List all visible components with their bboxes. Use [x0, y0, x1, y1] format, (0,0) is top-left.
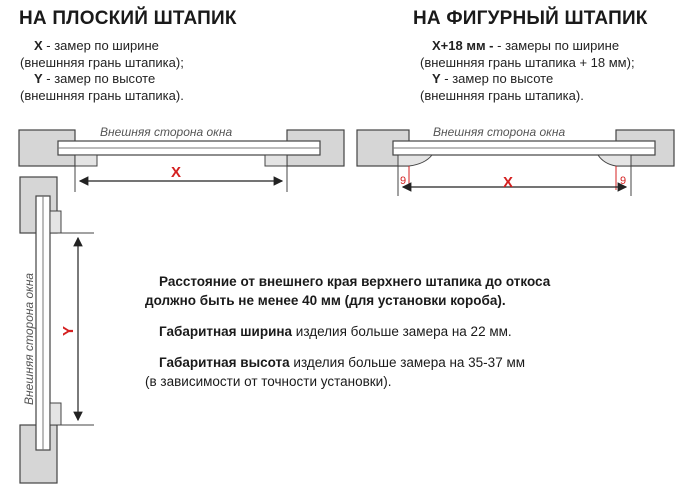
info-block: Расстояние от внешнего края верхнего шта…	[145, 272, 550, 391]
x18-key: X+18 мм -	[432, 38, 494, 53]
x-desc2: (внешнняя грань штапика);	[20, 54, 184, 70]
offset-9-right: 9	[620, 175, 626, 187]
x18-desc2: (внешнняя грань штапика + 18 мм);	[420, 54, 635, 70]
left-bead	[74, 154, 98, 167]
right-title: НА ФИГУРНЫЙ ШТАПИК	[413, 8, 648, 29]
bottom-bead	[49, 402, 62, 426]
height-rest: изделия больше замера на 35-37 мм	[289, 355, 526, 370]
y-key: Y	[34, 71, 43, 86]
x-desc: - замер по ширине	[42, 38, 159, 53]
outer-side-label-left: Внешняя сторона окна	[22, 273, 36, 405]
outer-side-label-top: Внешняя сторона окна	[100, 125, 232, 139]
width-rest: изделия больше замера на 22 мм.	[292, 324, 512, 339]
right-description: X+18 мм - - замеры по ширине (внешнняя г…	[420, 38, 635, 104]
ry-key: Y	[432, 71, 441, 86]
distance-line1: Расстояние от внешнего края верхнего шта…	[159, 274, 551, 289]
ry-desc: - замер по высоте	[440, 71, 554, 86]
right-bead	[264, 154, 288, 167]
x-label-left: X	[171, 164, 181, 181]
left-description: X - замер по ширине (внешнняя грань штап…	[20, 38, 184, 104]
outer-side-label-right: Внешняя сторона окна	[433, 125, 565, 139]
offset-9-left: 9	[400, 175, 406, 187]
ry-desc2: (внешнняя грань штапика).	[420, 87, 584, 103]
height-key: Габаритная высота	[159, 355, 290, 370]
y-label: Y	[60, 326, 77, 336]
distance-line2: должно быть не менее 40 мм (для установк…	[145, 293, 506, 308]
x-key: X	[34, 38, 43, 53]
shaped-right-bead	[597, 154, 632, 167]
x18-desc: - замеры по ширине	[493, 38, 620, 53]
left-title: НА ПЛОСКИЙ ШТАПИК	[19, 8, 237, 29]
y-desc2: (внешнняя грань штапика).	[20, 87, 184, 103]
height-note: (в зависимости от точности установки).	[145, 374, 392, 389]
y-desc: - замер по высоте	[42, 71, 156, 86]
flat-bead-top-section: Внешняя сторона окна X	[18, 125, 345, 192]
top-bead	[49, 210, 62, 234]
shaped-left-bead	[397, 154, 434, 167]
width-key: Габаритная ширина	[159, 324, 293, 339]
flat-bead-side-section: Внешняя сторона окна Y	[19, 176, 94, 484]
x-label-right: X	[503, 174, 513, 191]
shaped-bead-section: Внешняя сторона окна X 9 9	[356, 125, 675, 196]
